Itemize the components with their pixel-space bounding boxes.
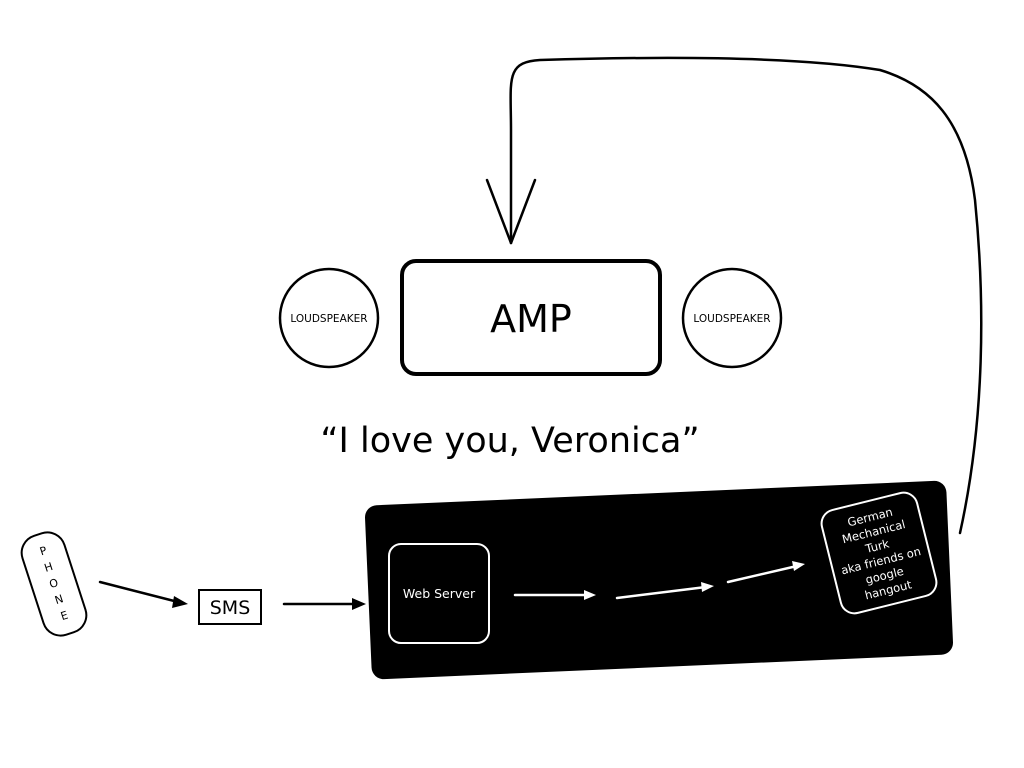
right-speaker-label: LOUDSPEAKER <box>693 313 770 325</box>
left-speaker-label: LOUDSPEAKER <box>290 313 367 325</box>
phone-letter: E <box>59 609 70 624</box>
arrow-phone-to-sms <box>98 580 188 608</box>
turk-box: German Mechanical Turk aka friends on go… <box>820 491 938 615</box>
phone-letter: O <box>48 576 61 591</box>
arrow-server-2 <box>615 582 714 600</box>
phone-letter: P <box>38 544 49 559</box>
server-panel <box>364 480 954 680</box>
web-server-label: Web Server <box>403 586 476 601</box>
phone-letter: H <box>43 560 55 575</box>
phone-letter: N <box>53 592 65 607</box>
sms-box: SMS <box>198 589 262 625</box>
left-loudspeaker: LOUDSPEAKER <box>278 267 380 369</box>
quote-text: “I love you, Veronica” <box>320 421 699 461</box>
feedback-arrowhead <box>485 178 537 245</box>
arrow-sms-to-server <box>282 598 366 610</box>
right-loudspeaker: LOUDSPEAKER <box>681 267 783 369</box>
arrow-server-3 <box>726 561 805 584</box>
sms-label: SMS <box>210 597 251 619</box>
arrow-server-1 <box>513 590 596 600</box>
feedback-loop-connector <box>509 56 983 535</box>
web-server-box: Web Server <box>388 543 490 644</box>
phone-node: P H O N E <box>20 531 88 637</box>
turk-label-line: Turk <box>863 536 891 556</box>
amp-box: AMP <box>400 259 662 376</box>
amp-label: AMP <box>490 297 572 341</box>
